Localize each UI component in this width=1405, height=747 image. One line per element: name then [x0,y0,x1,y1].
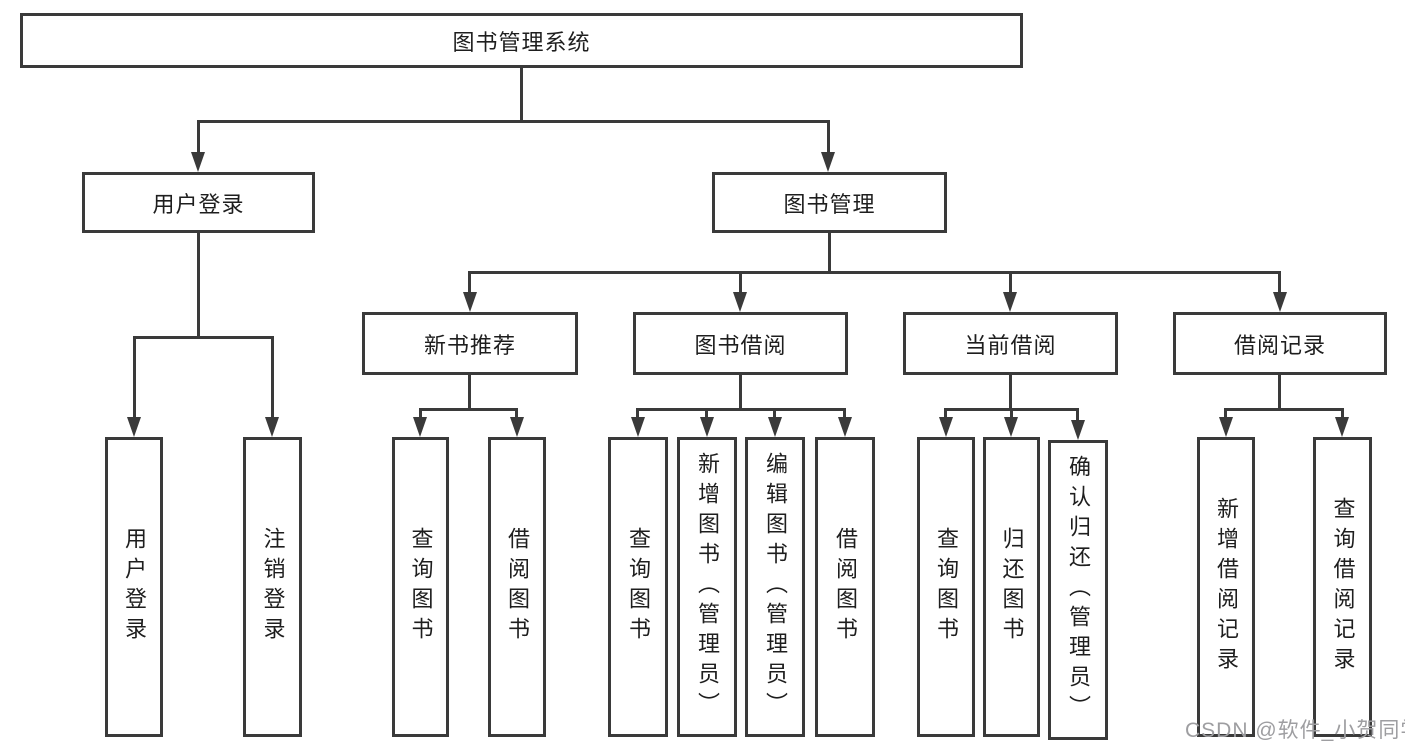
leaf-current-query-book: 查询图书 [917,437,975,737]
connector-borrow-rail [637,408,846,411]
leaf-user-login-label: 用户登录 [122,527,147,647]
arrowhead-icon [939,417,953,437]
leaf-query-borrow-record: 查询借阅记录 [1313,437,1372,737]
connector-leaf-drop [271,336,274,419]
leaf-query-borrow-record-label: 查询借阅记录 [1330,497,1356,677]
leaf-user-login: 用户登录 [105,437,163,737]
leaf-edit-book-admin: 编辑图书（管理员） [745,437,805,737]
node-borrow-record: 借阅记录 [1173,312,1387,375]
node-library-system-label: 图书管理系统 [452,29,591,55]
connector-login-stem [197,231,200,339]
connector-root-drop [520,66,523,123]
connector-leaf-drop [1010,408,1013,419]
arrowhead-icon [1003,292,1017,312]
connector-record-stem [1278,373,1281,411]
arrowhead-icon [700,417,714,437]
connector-record-rail [1225,408,1343,411]
leaf-add-borrow-record: 新增借阅记录 [1197,437,1255,737]
arrowhead-icon [191,152,205,172]
arrowhead-icon [510,417,524,437]
connector-mgmt-drop [827,120,830,154]
connector-mgmt-stem [828,231,831,274]
leaf-recommend-query-book: 查询图书 [392,437,449,737]
node-book-management-label: 图书管理 [783,191,876,217]
node-book-borrow-label: 图书借阅 [694,332,787,358]
leaf-borrow-book: 借阅图书 [815,437,875,737]
leaf-recommend-borrow-book-label: 借阅图书 [505,527,530,647]
node-user-login: 用户登录 [82,172,315,233]
connector-leaf-drop [944,408,947,419]
arrowhead-icon [127,417,141,437]
leaf-borrow-query-book: 查询图书 [608,437,668,737]
connector-mgmt-rail [468,271,1280,274]
connector-leaf-drop [1224,408,1227,419]
leaf-logout-label: 注销登录 [260,527,286,647]
connector-recommend-stem [468,373,471,411]
connector-leaf-drop [1076,408,1079,422]
leaf-edit-book-admin-label: 编辑图书（管理员） [763,452,788,722]
connector-leaf-drop [636,408,639,419]
leaf-borrow-query-book-label: 查询图书 [626,527,651,647]
arrowhead-icon [838,417,852,437]
connector-leaf-drop [843,408,846,419]
connector-leaf-drop [1341,408,1344,419]
connector-login-rail [133,336,274,339]
connector-current-stem [1009,373,1012,411]
connector-leaf-drop [133,336,136,419]
arrowhead-icon [413,417,427,437]
arrowhead-icon [1273,292,1287,312]
node-library-system: 图书管理系统 [20,13,1023,68]
connector-login-drop [197,120,200,154]
leaf-confirm-return-admin: 确认归还（管理员） [1048,440,1108,740]
arrowhead-icon [1004,417,1018,437]
arrowhead-icon [733,292,747,312]
arrowhead-icon [265,417,279,437]
leaf-return-book: 归还图书 [983,437,1040,737]
connector-l3-drop [739,271,742,294]
arrowhead-icon [463,292,477,312]
leaf-recommend-borrow-book: 借阅图书 [488,437,546,737]
node-current-borrow-label: 当前借阅 [964,332,1057,358]
leaf-add-borrow-record-label: 新增借阅记录 [1214,497,1239,677]
node-new-book-recommend: 新书推荐 [362,312,578,375]
node-book-management: 图书管理 [712,172,947,233]
arrowhead-icon [1071,420,1085,440]
leaf-add-book-admin: 新增图书（管理员） [677,437,737,737]
connector-borrow-stem [739,373,742,411]
leaf-recommend-query-book-label: 查询图书 [408,527,434,647]
leaf-return-book-label: 归还图书 [999,527,1025,647]
leaf-confirm-return-admin-label: 确认归还（管理员） [1066,455,1091,725]
arrowhead-icon [1335,417,1349,437]
connector-leaf-drop [419,408,422,419]
leaf-logout: 注销登录 [243,437,302,737]
arrowhead-icon [821,152,835,172]
watermark: CSDN @软件_小贺同学 [1185,719,1405,742]
connector-leaf-drop [705,408,708,419]
leaf-borrow-book-label: 借阅图书 [833,527,858,647]
node-current-borrow: 当前借阅 [903,312,1118,375]
connector-l3-drop [468,271,471,294]
arrowhead-icon [1219,417,1233,437]
connector-recommend-rail [419,408,518,411]
connector-leaf-drop [515,408,518,419]
node-book-borrow: 图书借阅 [633,312,848,375]
leaf-current-query-book-label: 查询图书 [934,527,959,647]
leaf-add-book-admin-label: 新增图书（管理员） [695,452,720,722]
arrowhead-icon [768,417,782,437]
connector-leaf-drop [773,408,776,419]
node-borrow-record-label: 借阅记录 [1233,332,1326,358]
connector-l3-drop [1278,271,1281,294]
node-new-book-recommend-label: 新书推荐 [423,332,516,358]
connector-l3-drop [1009,271,1012,294]
arrowhead-icon [631,417,645,437]
connector-root-rail [197,120,830,123]
node-user-login-label: 用户登录 [152,191,245,217]
